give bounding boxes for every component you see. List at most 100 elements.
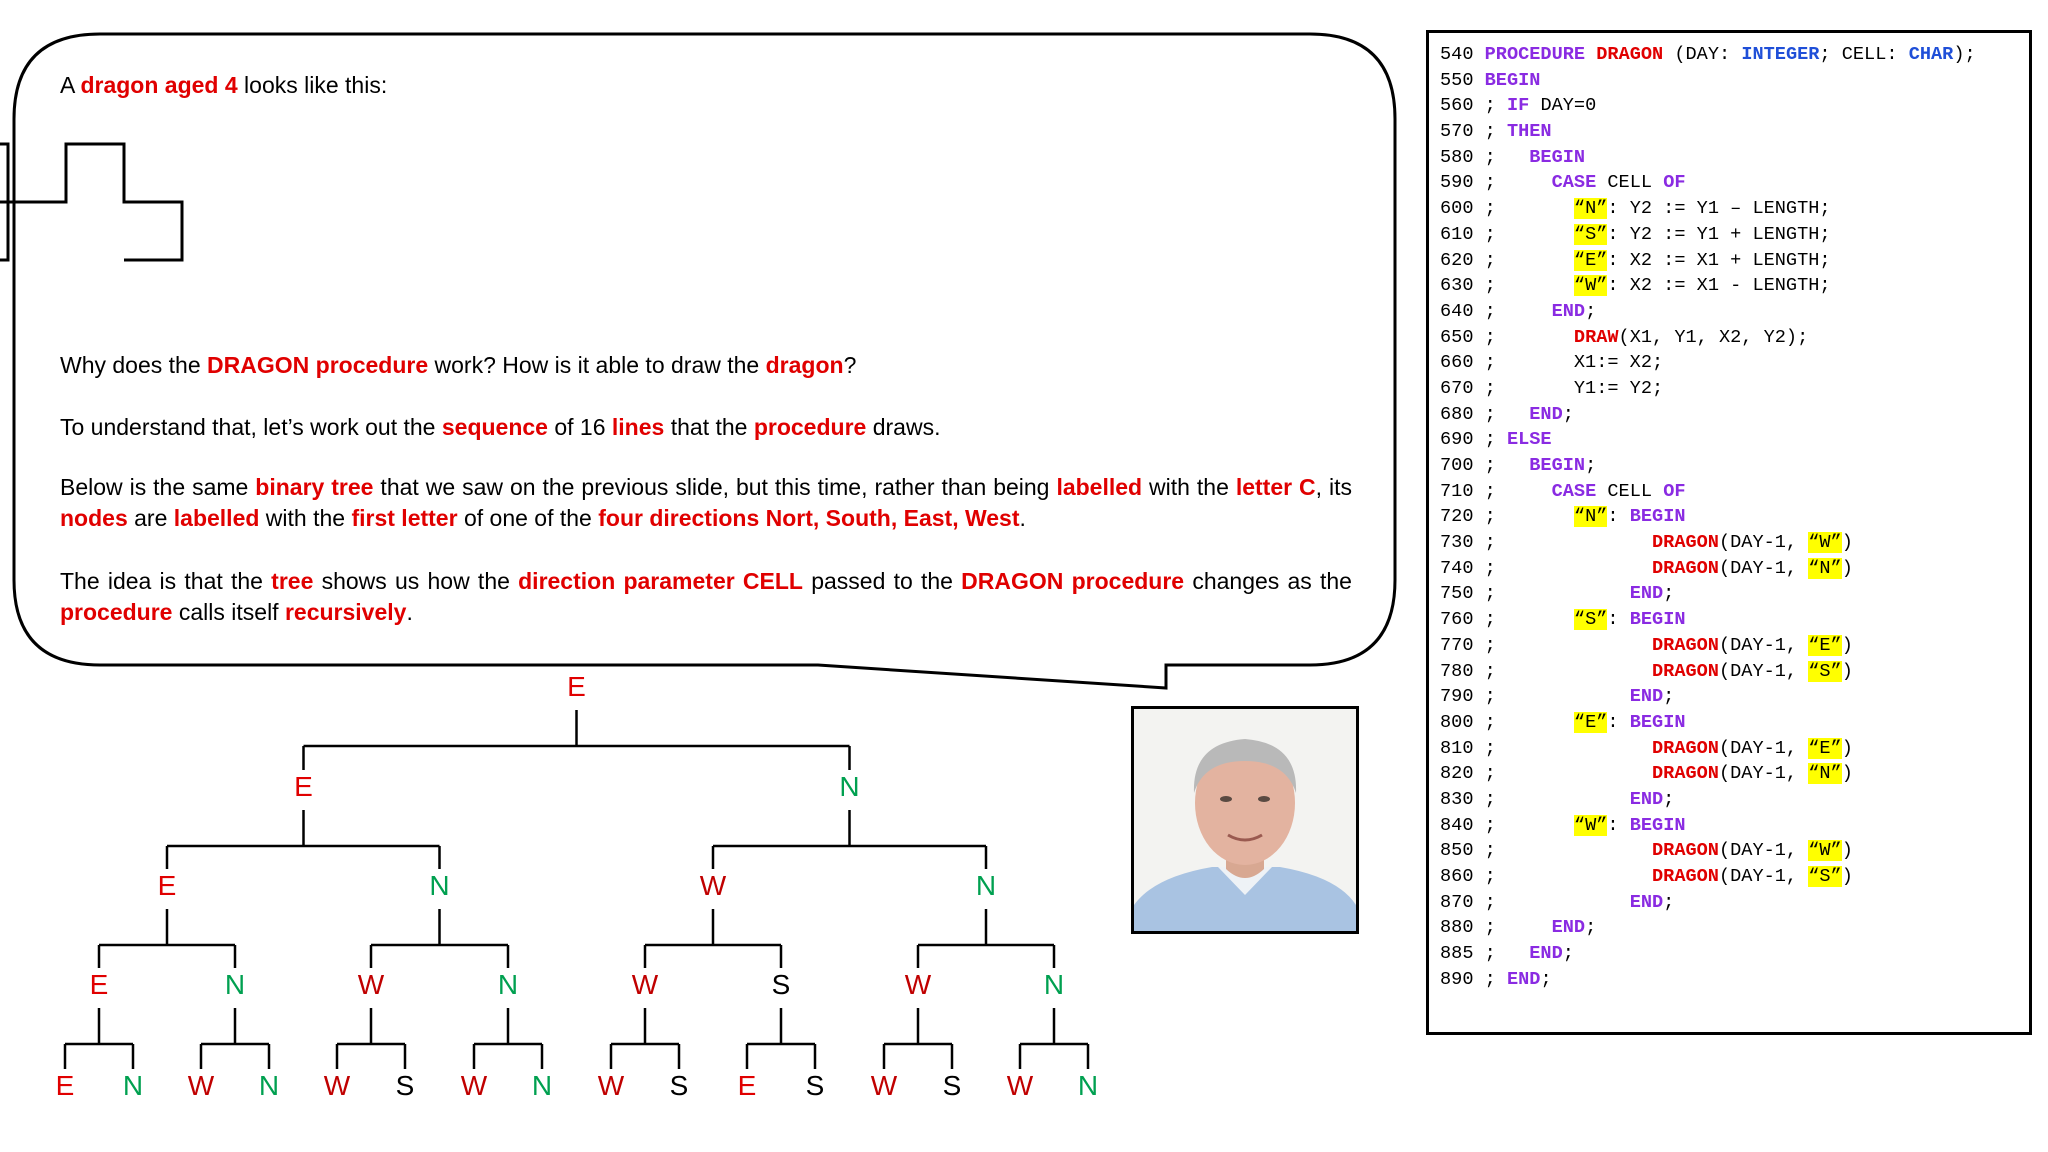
tree-node: W: [358, 969, 385, 1000]
code-char-literal: “N”: [1808, 557, 1842, 579]
code-text: ;: [1663, 891, 1675, 913]
code-text: 560 ;: [1440, 95, 1507, 117]
text-run: looks like this:: [237, 72, 388, 98]
code-text: 885 ;: [1440, 943, 1530, 965]
text-run: that the: [664, 414, 754, 440]
code-line: 610 ; “S”: Y2 := Y1 + LENGTH;: [1440, 222, 1976, 248]
code-text: : X2 := X1 - LENGTH;: [1607, 275, 1831, 297]
code-text: : Y2 := Y1 – LENGTH;: [1607, 198, 1831, 220]
code-char-literal: “S”: [1808, 866, 1842, 887]
code-text: 780 ;: [1440, 660, 1653, 682]
code-char-literal: “N”: [1808, 763, 1842, 785]
tree-leaf-node: N: [532, 1070, 552, 1101]
code-text: 770 ;: [1440, 634, 1653, 656]
code-line: 700 ; BEGIN;: [1440, 453, 1976, 479]
code-line: 690 ; ELSE: [1440, 427, 1976, 453]
highlighted-term: procedure: [753, 414, 867, 440]
highlighted-term: procedure: [60, 599, 173, 625]
code-text: 860 ;: [1440, 866, 1653, 887]
code-text: :: [1607, 814, 1630, 836]
code-keyword: END: [1551, 917, 1586, 939]
code-text: (DAY-1,: [1718, 660, 1809, 682]
code-type: INTEGER: [1741, 44, 1820, 65]
code-text: ;: [1585, 300, 1597, 322]
code-text: :: [1607, 506, 1630, 528]
code-line: 840 ; “W”: BEGIN: [1440, 813, 1976, 839]
tree-leaf-node: W: [461, 1070, 488, 1101]
code-name: DRAGON: [1652, 840, 1719, 862]
code-line: 710 ; CASE CELL OF: [1440, 479, 1976, 505]
text-run: .: [406, 599, 413, 625]
code-line: 600 ; “N”: Y2 := Y1 – LENGTH;: [1440, 196, 1976, 222]
code-char-literal: “W”: [1808, 532, 1842, 554]
code-text: (DAY-1,: [1718, 866, 1809, 887]
code-text: :: [1607, 711, 1630, 733]
code-text: ;: [1585, 917, 1597, 939]
code-text: 610 ;: [1440, 223, 1574, 245]
text-run: changes as the: [1184, 568, 1352, 594]
code-line: 820 ; DRAGON(DAY-1, “N”): [1440, 761, 1976, 787]
code-char-literal: “E”: [1808, 737, 1842, 759]
code-line: 570 ; THEN: [1440, 119, 1976, 145]
highlighted-term: labelled: [173, 505, 260, 531]
highlighted-term: lines: [611, 414, 665, 440]
text-run: passed to the: [802, 568, 962, 594]
code-line: 720 ; “N”: BEGIN: [1440, 504, 1976, 530]
code-text: ;: [1663, 686, 1675, 708]
code-name: DRAGON: [1652, 557, 1719, 579]
text-run: To understand that, let’s work out the: [60, 414, 442, 440]
code-char-literal: “W”: [1808, 840, 1842, 862]
code-text: 700 ;: [1440, 455, 1530, 476]
code-keyword: BEGIN: [1629, 814, 1686, 836]
text-run: work? How is it able to draw the: [428, 352, 766, 378]
tree-node: E: [158, 870, 177, 901]
idea-paragraph: The idea is that the tree shows us how t…: [60, 566, 1352, 628]
code-keyword: END: [1629, 686, 1664, 708]
code-text: 760 ;: [1440, 609, 1574, 631]
text-run: Below is the same: [60, 474, 256, 500]
code-keyword: OF: [1663, 480, 1686, 502]
code-line: 760 ; “S”: BEGIN: [1440, 607, 1976, 633]
text-run: .: [1019, 505, 1026, 531]
tree-node: E: [294, 771, 313, 802]
code-name: DRAGON: [1652, 737, 1719, 759]
tree-leaf-node: W: [871, 1070, 898, 1101]
code-char-literal: “W”: [1573, 814, 1608, 836]
highlighted-term: dragon: [765, 352, 844, 378]
tree-leaf-node: W: [188, 1070, 215, 1101]
code-keyword: PROCEDURE: [1484, 44, 1586, 65]
code-line: 590 ; CASE CELL OF: [1440, 170, 1976, 196]
code-keyword: BEGIN: [1529, 146, 1586, 168]
tree-node: N: [839, 771, 859, 802]
code-line: 810 ; DRAGON(DAY-1, “E”): [1440, 736, 1976, 762]
code-text: ): [1841, 763, 1853, 785]
code-keyword: BEGIN: [1529, 455, 1586, 476]
code-listing: 540 PROCEDURE DRAGON (DAY: INTEGER; CELL…: [1440, 42, 1976, 992]
tree-leaf-node: S: [806, 1070, 825, 1101]
code-line: 770 ; DRAGON(DAY-1, “E”): [1440, 633, 1976, 659]
tree-node: W: [632, 969, 659, 1000]
code-text: 870 ;: [1440, 891, 1630, 913]
code-text: : X2 := X1 + LENGTH;: [1607, 249, 1831, 271]
tree-node: E: [90, 969, 109, 1000]
code-text: CELL: [1596, 480, 1664, 502]
code-text: [1585, 44, 1596, 65]
code-line: 650 ; DRAW(X1, Y1, X2, Y2);: [1440, 325, 1976, 351]
tree-leaf-node: N: [123, 1070, 143, 1101]
code-keyword: THEN: [1506, 121, 1552, 143]
code-text: ): [1841, 532, 1853, 554]
code-text: ): [1841, 634, 1853, 656]
code-keyword: ELSE: [1506, 429, 1552, 451]
code-line: 780 ; DRAGON(DAY-1, “S”): [1440, 659, 1976, 685]
binary-tree-paragraph: Below is the same binary tree that we sa…: [60, 472, 1352, 534]
highlighted-term: sequence: [441, 414, 548, 440]
code-text: ;: [1585, 455, 1597, 476]
highlighted-term: first letter: [351, 505, 458, 531]
highlighted-term: DRAGON procedure: [961, 568, 1185, 594]
code-text: (DAY-1,: [1718, 634, 1809, 656]
code-name: DRAGON: [1652, 532, 1719, 554]
code-line: 790 ; END;: [1440, 684, 1976, 710]
dragon-curve-path: [0, 142, 184, 262]
text-run: , its: [1315, 474, 1353, 500]
